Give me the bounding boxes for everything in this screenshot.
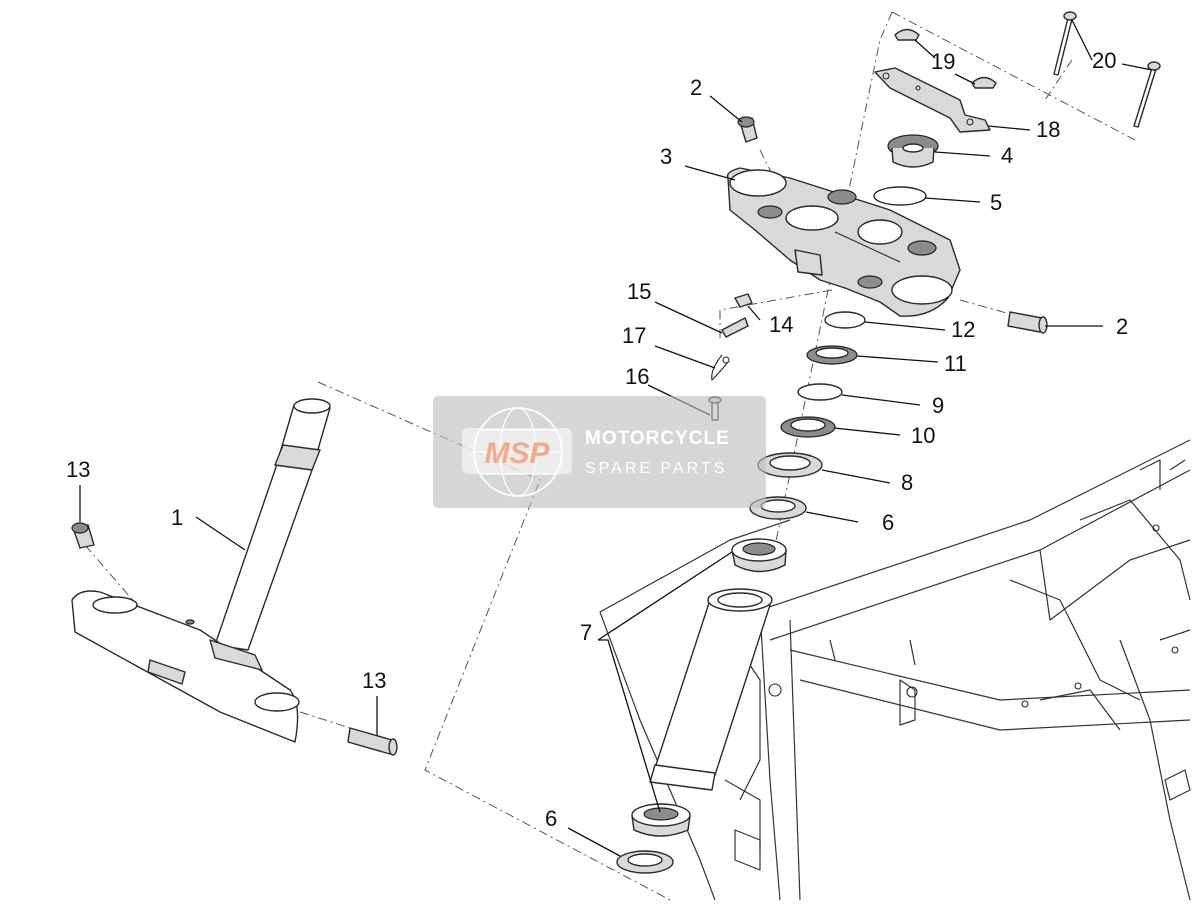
callout-17: 17 <box>622 323 646 348</box>
part-10-ring-nut <box>780 416 836 438</box>
part-7-bearing-race-lower <box>631 803 691 837</box>
callout-5: 5 <box>990 190 1002 215</box>
part-15-bracket-plate <box>721 317 749 338</box>
part-14-grommet <box>734 293 753 308</box>
watermark: MSP MOTORCYCLE SPARE PARTS <box>433 396 766 508</box>
part-2-bolt-right <box>1007 311 1048 334</box>
callout-13-lower: 13 <box>362 668 386 693</box>
part-20-long-bolts <box>1053 11 1161 128</box>
callout-labels: 2 2 3 4 5 6 6 7 8 9 10 11 12 13 13 14 15… <box>66 48 1128 831</box>
steering-head-tube <box>649 588 773 791</box>
callout-19: 19 <box>931 49 955 74</box>
callout-16: 16 <box>625 364 649 389</box>
callout-1: 1 <box>171 505 183 530</box>
callout-9: 9 <box>932 393 944 418</box>
part-13-bolt-upper <box>71 522 95 549</box>
frame <box>599 439 1191 901</box>
part-12-clip-ring <box>824 311 866 329</box>
callout-6-upper: 6 <box>882 510 894 535</box>
callout-13-upper: 13 <box>66 457 90 482</box>
callout-2-right: 2 <box>1116 314 1128 339</box>
part-18-bracket <box>874 67 991 133</box>
part-6-bearing-lower <box>616 850 674 874</box>
part-8-dust-seal <box>757 452 823 478</box>
callout-14: 14 <box>769 312 793 337</box>
part-7-bearing-race-upper <box>731 538 787 573</box>
watermark-logo-text: MSP <box>484 437 550 470</box>
callout-10: 10 <box>911 423 935 448</box>
part-3-upper-triple-clamp <box>726 167 961 317</box>
part-17-wire-spring <box>711 354 730 382</box>
watermark-title: MOTORCYCLE <box>585 428 730 449</box>
part-4-top-nut <box>887 134 939 168</box>
watermark-panel <box>433 396 766 508</box>
callout-11: 11 <box>944 351 967 376</box>
part-1-steering-stem <box>71 398 331 743</box>
part-19-caps <box>894 28 997 89</box>
part-5-washer <box>873 186 927 206</box>
callout-18: 18 <box>1036 117 1060 142</box>
callout-7: 7 <box>580 620 592 645</box>
part-13-bolt-lower <box>347 727 398 756</box>
callout-6-lower: 6 <box>545 806 557 831</box>
callout-12: 12 <box>951 317 975 342</box>
callout-20: 20 <box>1092 48 1116 73</box>
leader-lines <box>79 19 1153 857</box>
callout-15: 15 <box>627 279 651 304</box>
logo-badge <box>462 428 572 474</box>
callout-3: 3 <box>660 144 672 169</box>
part-11-ring-nut <box>806 345 858 365</box>
callout-4: 4 <box>1001 143 1013 168</box>
callout-8: 8 <box>901 470 913 495</box>
watermark-subtitle: SPARE PARTS <box>585 460 727 477</box>
part-2-bolt-top <box>737 116 758 143</box>
callout-2-top: 2 <box>690 75 702 100</box>
part-9-washer <box>797 383 843 401</box>
